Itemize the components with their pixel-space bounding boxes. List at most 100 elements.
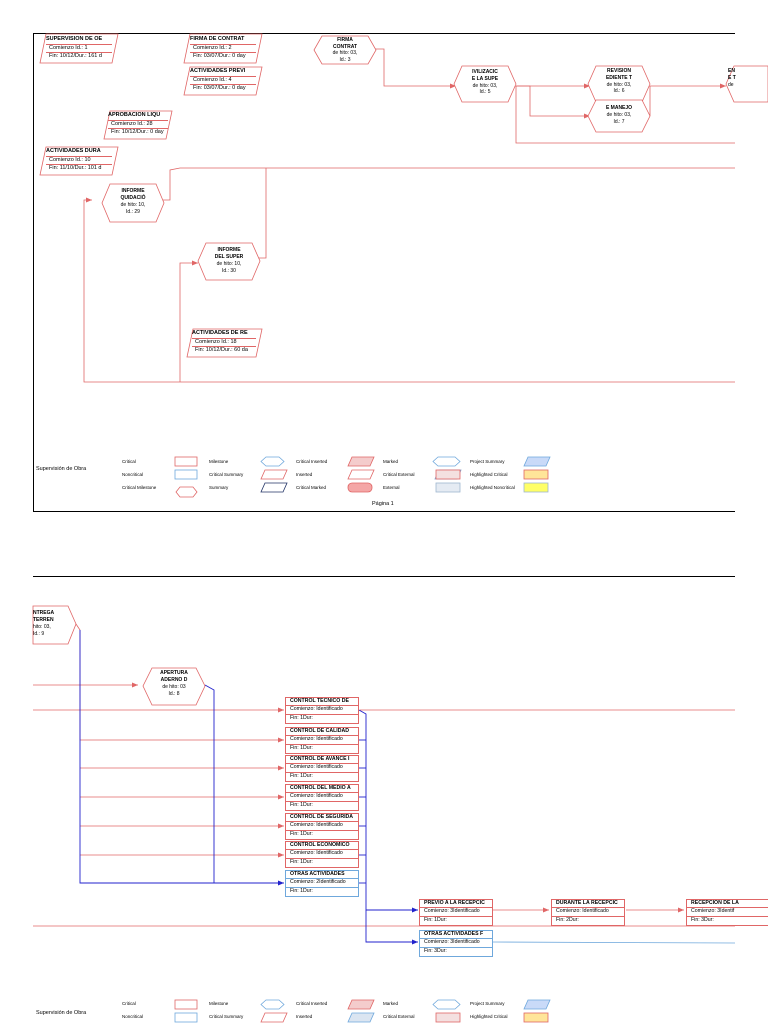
milestone-firma-contrato[interactable]: FIRMA CONTRAT de hito: 03, Id.: 3 — [322, 37, 368, 63]
milestone-informe-liquidacion[interactable]: INFORME QUIDACIÓ de hito: 10, Id.: 29 — [108, 188, 158, 216]
task-title: CONTROL TECNICO DE — [290, 698, 349, 704]
milestone-id: Id.: 6 — [613, 88, 625, 95]
milestone-id: Id.: 8 — [168, 691, 180, 697]
task-node-actividades-recepcion[interactable]: ACTIVIDADES DE RE Comienzo Id.: 18 Fin: … — [192, 330, 256, 355]
milestone-title: DEL SUPER — [214, 254, 244, 260]
milestone-title: EN — [728, 68, 735, 74]
task-finish: Fin: 03/07/Dur.: 0 day — [190, 84, 256, 93]
milestone-title: APERTURA — [160, 670, 188, 676]
task-finish: Fin: 1Dur: — [420, 915, 492, 924]
legend-label: Highlighted Critical — [470, 1014, 508, 1019]
task-finish: Fin: 11/10/Dur.: 101 d — [46, 164, 112, 173]
task-finish: Fin: 3Dur: — [687, 915, 768, 924]
legend-label: Project Summary — [470, 459, 505, 464]
task-node-actividades-durante[interactable]: ACTIVIDADES DURA Comienzo Id.: 10 Fin: 1… — [46, 148, 112, 173]
task-start: Comienzo: Identificado — [552, 907, 624, 915]
legend-label: Marked — [383, 1001, 399, 1006]
task-title: DURANTE LA RECEPCIC — [556, 900, 618, 906]
milestone-date: de hito: 03, — [606, 81, 632, 88]
legend-swatches-page1 — [174, 456, 551, 498]
task-box-control-calidad[interactable]: CONTROL DE CALIDAD Comienzo: Identificad… — [285, 727, 359, 754]
task-start: Comienzo: 2Identificado — [286, 878, 358, 886]
task-title: OTRAS ACTIVIDADES F — [424, 931, 484, 937]
legend-label: Project Summary — [470, 1001, 505, 1006]
milestone-title: FIRMA — [337, 37, 353, 43]
task-title: ACTIVIDADES PREVI — [190, 68, 246, 74]
task-finish: Fin: 10/12/Dur.: 60 da — [192, 346, 256, 355]
task-title: PREVIO A LA RECEPCIC — [424, 900, 485, 906]
milestone-id: Id.: 5 — [479, 89, 491, 96]
task-finish: Fin: 1Dur: — [286, 743, 358, 752]
task-start: Comienzo: Identificado — [286, 705, 358, 713]
task-box-control-seguridad[interactable]: CONTROL DE SEGURIDA Comienzo: Identifica… — [285, 813, 359, 840]
task-box-control-avance[interactable]: CONTROL DE AVANCE I Comienzo: Identifica… — [285, 755, 359, 782]
task-box-previo-recepcion[interactable]: PREVIO A LA RECEPCIC Comienzo: 3Identifi… — [419, 899, 493, 926]
legend-label: Inserted — [296, 472, 313, 477]
task-finish: Fin: 2Dur: — [552, 915, 624, 924]
milestone-movilizacion[interactable]: IVILIZACIC E LA SUPE de hito: 03, Id.: 5 — [460, 69, 510, 96]
milestone-title: INFORME — [121, 188, 145, 194]
task-node-firma-contrato[interactable]: FIRMA DE CONTRAT Comienzo Id.: 2 Fin: 03… — [190, 36, 256, 61]
milestone-apertura[interactable]: APERTURA ADERNO D de hito: 03 Id.: 8 — [150, 670, 198, 698]
task-start: Comienzo: Identificado — [286, 849, 358, 857]
legend-label: Critical Inserted — [296, 459, 328, 464]
legend-label: Noncritical — [122, 472, 144, 477]
legend-label: Marked — [383, 459, 399, 464]
legend-label: Critical Inserted — [296, 1001, 328, 1006]
page2-top-border — [33, 576, 735, 577]
task-title: CONTROL DEL MEDIO A — [290, 785, 351, 791]
milestone-id: Id.: 9 — [33, 631, 45, 637]
page1-top-border — [33, 33, 735, 34]
task-title: APROBACION LIQU — [108, 112, 161, 118]
task-start: Comienzo Id.: 1 — [46, 43, 112, 53]
task-box-durante-recepcion[interactable]: DURANTE LA RECEPCIC Comienzo: Identifica… — [551, 899, 625, 926]
task-title: SUPERVISIÓN DE OE — [46, 36, 103, 42]
task-start: Comienzo: Identificado — [286, 792, 358, 800]
task-finish: Fin: 10/12/Dur.: 161 d — [46, 52, 112, 61]
task-node-aprobacion[interactable]: APROBACION LIQU Comienzo Id.: 28 Fin: 10… — [108, 112, 168, 137]
milestone-informe-supervision[interactable]: INFORME DEL SUPER de hito: 10, Id.: 30 — [204, 247, 254, 275]
milestone-id: Id.: 7 — [613, 118, 625, 125]
task-start: Comienzo: 3Identificado — [420, 938, 492, 946]
milestone-date: de hito: 03, — [332, 50, 358, 56]
task-title: CONTROL DE CALIDAD — [290, 728, 349, 734]
task-finish: Fin: 1Dur: — [286, 800, 358, 809]
task-node-supervision[interactable]: SUPERVISIÓN DE OE Comienzo Id.: 1 Fin: 1… — [46, 36, 112, 61]
task-start: Comienzo Id.: 28 — [108, 119, 168, 129]
task-box-control-economico[interactable]: CONTROL ECONOMICO Comienzo: Identificado… — [285, 841, 359, 868]
page1-connectors — [39, 33, 768, 383]
task-finish: Fin: 1Dur: — [286, 829, 358, 838]
task-start: Comienzo: Identificado — [286, 763, 358, 771]
milestone-entrega-edge[interactable]: EN E T de — [728, 68, 768, 88]
milestone-title: E LA SUPE — [471, 75, 499, 82]
legend-label: Critical — [122, 1001, 136, 1006]
task-title: ACTIVIDADES DE RE — [192, 330, 248, 336]
task-start: Comienzo Id.: 4 — [190, 75, 256, 85]
task-box-control-tecnico[interactable]: CONTROL TECNICO DE Comienzo: Identificad… — [285, 697, 359, 724]
milestone-manejo[interactable]: E MANEJO de hito: 03, Id.: 7 — [594, 105, 644, 125]
page1-bottom-border — [33, 511, 735, 512]
task-title: CONTROL DE SEGURIDA — [290, 814, 354, 820]
milestone-date: de hito: 10, — [120, 202, 146, 208]
milestone-entrega-terreno[interactable]: NTREGA TERREN hito: 03, Id.: 9 — [33, 610, 71, 638]
milestone-revision[interactable]: REVISION EDIENTE T de hito: 03, Id.: 6 — [594, 68, 644, 95]
legend-label: Highlighted Noncritical — [470, 485, 515, 490]
task-finish: Fin: 03/07/Dur.: 0 day — [190, 52, 256, 61]
task-finish: Fin: 1Dur: — [286, 713, 358, 722]
milestone-title: EDIENTE T — [605, 74, 633, 81]
legend-label: Inserted — [296, 1014, 313, 1019]
task-title: CONTROL ECONOMICO — [290, 842, 350, 848]
task-title: RECEPCION DE LA — [691, 900, 739, 906]
legend-label: External — [383, 485, 400, 490]
milestone-date: de hito: 03, — [472, 82, 498, 89]
task-box-recepcion[interactable]: RECEPCION DE LA Comienzo: 3Identif Fin: … — [686, 899, 768, 926]
milestone-title: E T — [728, 74, 736, 81]
task-start: Comienzo Id.: 2 — [190, 43, 256, 53]
legend-label: Critical Summary — [209, 472, 244, 477]
task-box-otras-actividades[interactable]: OTRAS ACTIVIDADES Comienzo: 2Identificad… — [285, 870, 359, 897]
task-box-control-medio[interactable]: CONTROL DEL MEDIO A Comienzo: Identifica… — [285, 784, 359, 811]
task-box-otras-actividades-recepcion[interactable]: OTRAS ACTIVIDADES F Comienzo: 3Identific… — [419, 930, 493, 957]
task-finish: Fin: 3Dur: — [420, 946, 492, 955]
task-node-actividades-previas[interactable]: ACTIVIDADES PREVI Comienzo Id.: 4 Fin: 0… — [190, 68, 256, 93]
